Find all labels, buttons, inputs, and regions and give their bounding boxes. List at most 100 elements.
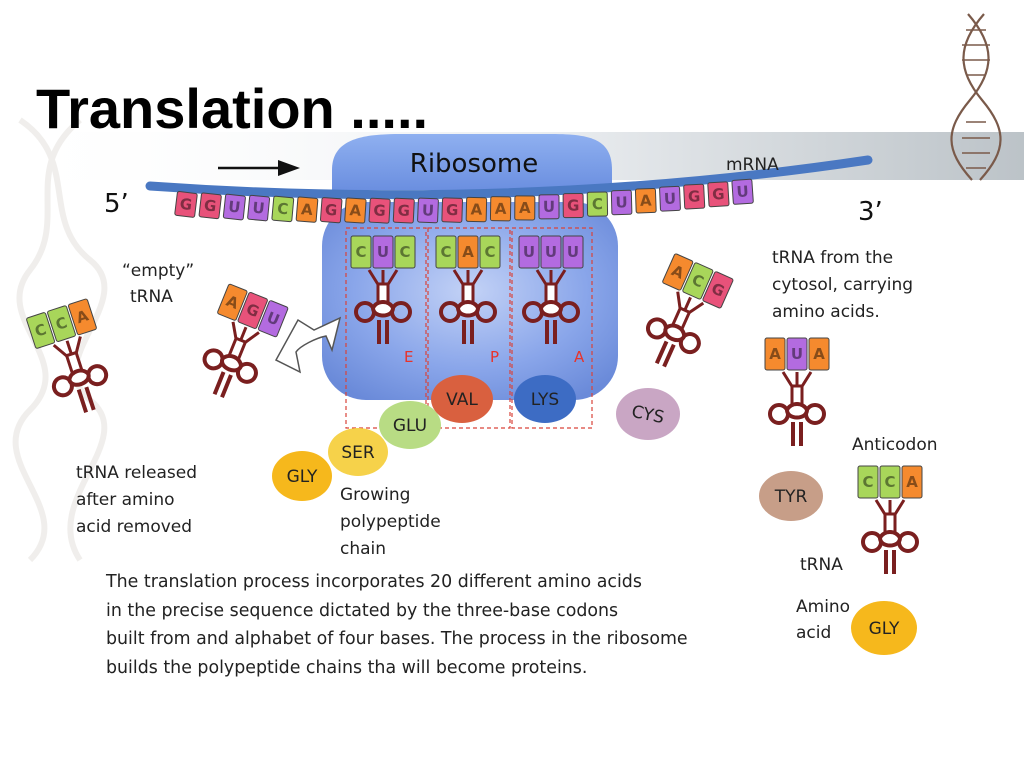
mrna-base: U	[417, 197, 439, 224]
svg-text:after amino: after amino	[76, 490, 175, 510]
trna-e-site-anticodon: U	[372, 235, 394, 269]
svg-text:cytosol, carrying: cytosol, carrying	[772, 275, 913, 295]
trna-incoming-anticodon: A	[662, 253, 694, 291]
mrna-base-group: G	[707, 181, 730, 208]
aa-gly-chain	[272, 451, 332, 501]
trna-key-anticodon-letter: A	[906, 473, 918, 491]
mrna-base-group: U	[417, 197, 439, 224]
mrna-base-letter: U	[422, 201, 435, 219]
caption-line: builds the polypeptide chains tha will b…	[106, 657, 588, 678]
mrna-base: A	[634, 187, 657, 214]
mrna-base-letter: G	[179, 195, 193, 214]
aa-gly-key-label: GLY	[869, 619, 900, 639]
aa-val	[431, 375, 493, 423]
trna-p-site-anticodon-letter: C	[484, 243, 495, 261]
mrna-base: U	[247, 194, 271, 222]
key-trna-label: tRNA	[800, 555, 843, 575]
aa-gly-key	[851, 601, 917, 655]
mrna-base-group: G	[174, 191, 198, 218]
mrna-base: U	[731, 178, 754, 205]
trna-exiting-anticodon: A	[217, 283, 248, 321]
trna-e-site-anticodon-letter: C	[355, 243, 366, 261]
caption-line: in the precise sequence dictated by the …	[106, 600, 619, 621]
aa-tyr	[759, 471, 823, 521]
trna-e-site-anticodon-letter: U	[377, 243, 389, 261]
mrna-base: U	[538, 194, 560, 220]
mrna-base-letter: U	[252, 199, 266, 218]
ribosome-label: Ribosome	[410, 149, 538, 179]
mrna-base-letter: A	[300, 200, 313, 219]
svg-text:tRNA released: tRNA released	[76, 463, 197, 483]
svg-text:amino acids.: amino acids.	[772, 302, 880, 322]
trna-key-anticodon: C	[879, 465, 901, 499]
five-prime-label: 5’	[104, 189, 129, 219]
mrna-base: U	[610, 189, 633, 216]
trna-released-anticodon: C	[26, 312, 56, 349]
trna-e-site-anticodon-letter: C	[399, 243, 410, 261]
mrna-base-group: G	[198, 192, 222, 220]
mrna-base: A	[465, 196, 488, 223]
trna-incoming-anticodon: G	[702, 271, 734, 309]
mrna-base-letter: U	[736, 182, 749, 201]
trna-tyr-anticodon: A	[808, 337, 830, 371]
svg-text:polypeptide: polypeptide	[340, 512, 441, 532]
trna-released-anticodon: A	[67, 298, 97, 336]
mrna-base-group: G	[441, 197, 464, 223]
mrna-base: G	[562, 192, 584, 219]
trna-a-site-anticodon: U	[540, 235, 562, 269]
trna-a-site-anticodon-letter: U	[523, 243, 535, 261]
trna-p-site-anticodon: A	[457, 235, 479, 269]
svg-text:Amino: Amino	[796, 597, 850, 617]
trna-a-site-anticodon: U	[562, 235, 584, 269]
aa-lys	[514, 375, 576, 423]
amino-acid-label: Amino acid	[796, 597, 850, 643]
mrna-base-letter: U	[227, 197, 241, 216]
mrna-base-letter: A	[470, 200, 482, 218]
trna-p-site-anticodon-letter: A	[462, 243, 474, 261]
mrna-base: U	[659, 185, 681, 212]
mrna-base: C	[586, 191, 609, 217]
aa-ser	[328, 428, 388, 476]
released-trna-label: tRNA released after amino acid removed	[76, 463, 197, 537]
mrna-base: G	[441, 197, 464, 223]
mrna-base: A	[295, 196, 319, 223]
mrna-base: A	[489, 196, 512, 222]
mrna-base-group: U	[610, 189, 633, 216]
ribosome-sites	[345, 227, 593, 429]
aa-ser-label: SER	[341, 443, 375, 463]
mrna-base-letter: A	[349, 201, 362, 220]
caption: The translation process incorporates 20 …	[106, 568, 766, 682]
trna-e-site-anticodon: C	[350, 235, 372, 269]
trna-body	[861, 499, 919, 574]
trna-body	[202, 321, 260, 399]
mrna-base: G	[707, 181, 730, 208]
mrna-base: G	[683, 183, 706, 210]
mrna-base: G	[174, 191, 198, 218]
mrna-base-group: A	[344, 197, 367, 224]
trna-exiting-anticodon: U	[257, 300, 289, 338]
trna-key-anticodon-letter: C	[884, 473, 895, 491]
trna-key-anticodon: C	[857, 465, 879, 499]
mrna-base-letter: U	[543, 198, 555, 216]
mrna-base-letter: G	[203, 196, 217, 215]
trna-e-site-anticodon: C	[394, 235, 416, 269]
trna-body	[51, 336, 109, 414]
trna-a-site-anticodon-letter: U	[567, 243, 579, 261]
mrna-base-letter: G	[446, 201, 459, 219]
mrna-base-letter: A	[495, 200, 507, 218]
cytosol-trna-label: tRNA from the cytosol, carrying amino ac…	[772, 248, 913, 322]
mrna-base-group: U	[222, 193, 246, 221]
mrna-base-group: U	[247, 194, 271, 222]
mrna-base-group: G	[562, 192, 584, 219]
svg-text:acid: acid	[796, 623, 831, 643]
mrna-backbone	[145, 155, 873, 200]
aa-gly-chain-label: GLY	[287, 467, 318, 487]
mrna-base-letter: G	[567, 196, 580, 214]
trna-body	[522, 269, 580, 344]
trna-a-site-anticodon-letter: U	[545, 243, 557, 261]
